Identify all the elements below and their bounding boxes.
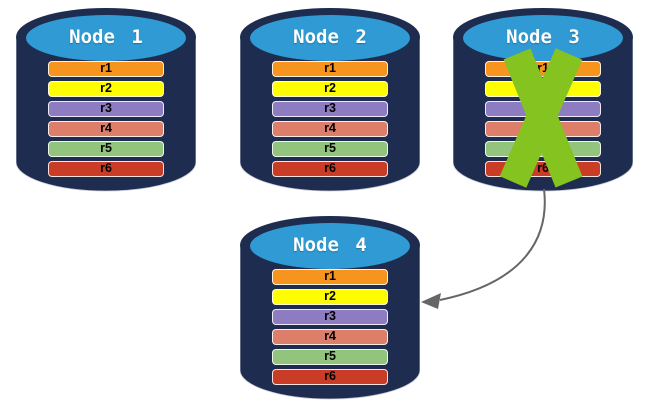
row-list: r1 r2 r3 r4 r5 r6 xyxy=(272,269,388,389)
row-label: r4 xyxy=(100,121,112,135)
row-label: r5 xyxy=(324,141,336,155)
row-label: r1 xyxy=(324,61,336,75)
row-list: r1 r2 r3 r4 r5 r6 xyxy=(272,61,388,181)
row-r5: r5 xyxy=(272,349,388,365)
node-title: Node 2 xyxy=(293,26,367,48)
cylinder-top xyxy=(26,15,186,61)
node-title: Node 4 xyxy=(293,234,367,256)
row-label: r1 xyxy=(100,61,112,75)
node-4: Node 4 r1 r2 r3 r4 r5 r6 xyxy=(240,212,420,402)
row-r1: r1 xyxy=(272,61,388,77)
row-r6: r6 xyxy=(272,369,388,385)
cylinder-top xyxy=(250,223,410,269)
node-title: Node 1 xyxy=(69,26,143,48)
x-stroke xyxy=(499,48,583,188)
row-label: r4 xyxy=(324,329,336,343)
row-list: r1 r2 r3 r4 r5 r6 xyxy=(48,61,164,181)
row-label: r3 xyxy=(324,309,336,323)
row-r5: r5 xyxy=(48,141,164,157)
row-r4: r4 xyxy=(272,329,388,345)
row-label: r2 xyxy=(324,289,336,303)
row-label: r4 xyxy=(324,121,336,135)
row-r5: r5 xyxy=(272,141,388,157)
cylinder-top xyxy=(250,15,410,61)
node-title: Node 3 xyxy=(506,26,580,48)
row-label: r2 xyxy=(324,81,336,95)
node-1: Node 1 r1 r2 r3 r4 r5 r6 xyxy=(16,4,196,194)
row-r1: r1 xyxy=(272,269,388,285)
row-r3: r3 xyxy=(272,309,388,325)
row-label: r3 xyxy=(324,101,336,115)
row-label: r5 xyxy=(100,141,112,155)
row-r4: r4 xyxy=(48,121,164,137)
row-r3: r3 xyxy=(48,101,164,117)
row-r3: r3 xyxy=(272,101,388,117)
arrow-curve xyxy=(439,188,546,301)
row-r2: r2 xyxy=(272,81,388,97)
cylinder-top xyxy=(463,15,623,61)
node-2: Node 2 r1 r2 r3 r4 r5 r6 xyxy=(240,4,420,194)
row-r1: r1 xyxy=(48,61,164,77)
row-r2: r2 xyxy=(272,289,388,305)
failure-x-icon xyxy=(499,48,583,188)
row-r2: r2 xyxy=(48,81,164,97)
row-label: r3 xyxy=(100,101,112,115)
row-label: r6 xyxy=(100,161,112,175)
row-label: r1 xyxy=(324,269,336,283)
row-label: r6 xyxy=(324,161,336,175)
node-3: Node 3 r1 r2 r3 r4 r5 r6 xyxy=(453,4,633,194)
row-label: r5 xyxy=(324,349,336,363)
row-label: r2 xyxy=(100,81,112,95)
row-r6: r6 xyxy=(272,161,388,177)
row-r6: r6 xyxy=(48,161,164,177)
row-label: r6 xyxy=(537,161,549,175)
row-label: r1 xyxy=(537,61,549,75)
arrow-head xyxy=(421,293,441,309)
row-r4: r4 xyxy=(272,121,388,137)
row-label: r6 xyxy=(324,369,336,383)
